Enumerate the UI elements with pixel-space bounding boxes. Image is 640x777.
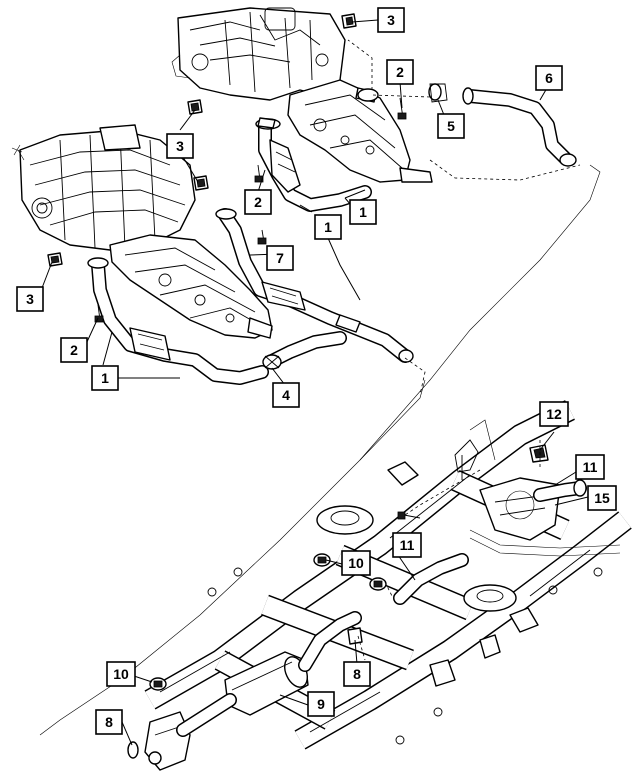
callout-number: 12	[546, 406, 562, 422]
callout-number: 2	[254, 194, 262, 210]
rear-hardware	[257, 13, 407, 129]
tailpipe-11	[393, 553, 469, 605]
callout-number: 7	[276, 250, 284, 266]
callout-8: 8	[95, 709, 123, 735]
callout-11: 11	[575, 454, 605, 480]
front-exhaust-pipe-7	[215, 208, 414, 363]
hangers-and-clamps	[149, 444, 549, 691]
callout-number: 8	[353, 666, 361, 682]
callout-number: 3	[387, 12, 395, 28]
callout-3: 3	[377, 7, 405, 33]
callout-4: 4	[272, 382, 300, 408]
callout-number: 11	[583, 459, 598, 475]
callout-number: 9	[317, 696, 325, 712]
callout-number: 4	[282, 387, 290, 403]
callout-number: 2	[70, 342, 78, 358]
rear-axle-area	[469, 477, 621, 557]
callout-3: 3	[16, 286, 44, 312]
vehicle-frame	[144, 400, 632, 750]
callout-3: 3	[166, 133, 194, 159]
callout-15: 15	[587, 485, 617, 511]
rear-transmission	[287, 79, 433, 183]
callout-number: 6	[545, 70, 553, 86]
callout-number: 1	[359, 204, 367, 220]
callout-2: 2	[386, 59, 414, 85]
callout-6: 6	[535, 65, 563, 91]
connection-guides	[347, 39, 581, 661]
callout-1: 1	[91, 365, 119, 391]
front-exhaust-pipe-1	[87, 257, 347, 385]
callout-8: 8	[343, 661, 371, 687]
callout-5: 5	[437, 113, 465, 139]
muffler-9	[224, 611, 362, 716]
callout-number: 15	[594, 490, 610, 506]
tailpipe-6	[428, 83, 577, 167]
callout-2: 2	[60, 337, 88, 363]
callout-1: 1	[349, 199, 377, 225]
callout-number: 10	[113, 666, 129, 682]
callout-number: 10	[348, 555, 364, 571]
callout-number: 1	[101, 370, 109, 386]
callout-12: 12	[539, 401, 569, 427]
callout-number: 3	[26, 291, 34, 307]
callout-number: 3	[176, 138, 184, 154]
front-engine	[11, 124, 196, 251]
callout-number: 11	[400, 537, 415, 553]
callout-7: 7	[266, 245, 294, 271]
callout-1: 1	[314, 214, 342, 240]
callout-number: 1	[324, 219, 332, 235]
front-transmission	[109, 234, 273, 339]
callout-11: 11	[392, 532, 422, 558]
callout-2: 2	[244, 189, 272, 215]
callout-number: 2	[396, 64, 404, 80]
callout-number: 8	[105, 714, 113, 730]
callout-10: 10	[106, 661, 136, 687]
front-hardware	[47, 99, 282, 370]
callout-10: 10	[341, 550, 371, 576]
callout-number: 5	[447, 118, 455, 134]
callout-9: 9	[307, 691, 335, 717]
resonator-8	[127, 693, 237, 771]
